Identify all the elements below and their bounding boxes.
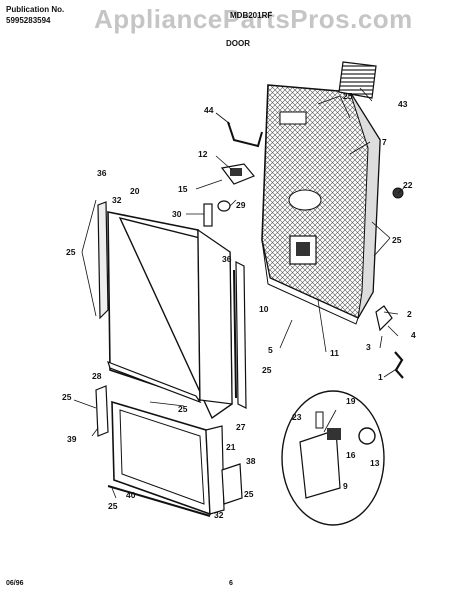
callout-32: 32 bbox=[214, 510, 224, 520]
callout-25: 25 bbox=[343, 91, 353, 101]
callout-20: 20 bbox=[130, 186, 140, 196]
callout-13: 13 bbox=[370, 458, 380, 468]
callout-25: 25 bbox=[392, 235, 402, 245]
outer-door-panels bbox=[97, 201, 247, 420]
callout-19: 19 bbox=[346, 396, 356, 406]
callout-23: 23 bbox=[292, 412, 302, 422]
callout-44: 44 bbox=[204, 105, 214, 115]
footer-date: 06/96 bbox=[6, 580, 24, 587]
callout-39: 39 bbox=[67, 434, 77, 444]
callout-4: 4 bbox=[411, 330, 416, 340]
leader-lines bbox=[73, 87, 405, 499]
callout-2: 2 bbox=[407, 309, 412, 319]
callout-38: 38 bbox=[246, 456, 256, 466]
callout-28: 28 bbox=[92, 371, 102, 381]
callout-labels: 43 25 44 7 12 15 22 29 30 36 32 20 25 25… bbox=[62, 91, 416, 520]
callout-16: 16 bbox=[346, 450, 356, 460]
callout-3: 3 bbox=[366, 342, 371, 352]
callout-5: 5 bbox=[268, 345, 273, 355]
callout-1: 1 bbox=[378, 372, 383, 382]
callout-27: 27 bbox=[236, 422, 246, 432]
publication-number: 5995283594 bbox=[6, 16, 51, 25]
callout-36: 36 bbox=[222, 254, 232, 264]
callout-21: 21 bbox=[226, 442, 236, 452]
callout-32: 32 bbox=[112, 195, 122, 205]
callout-25: 25 bbox=[244, 489, 254, 499]
inner-door-panel bbox=[261, 84, 381, 325]
page-number: 6 bbox=[229, 580, 233, 587]
bracket-part bbox=[227, 121, 263, 148]
callout-25: 25 bbox=[108, 501, 118, 511]
callout-40: 40 bbox=[126, 490, 136, 500]
model-number: MDB201RF bbox=[230, 11, 273, 20]
hinge-parts bbox=[375, 305, 404, 379]
callout-22: 22 bbox=[403, 180, 413, 190]
callout-12: 12 bbox=[198, 149, 208, 159]
latch-part bbox=[220, 163, 255, 185]
callout-25: 25 bbox=[178, 404, 188, 414]
callout-36: 36 bbox=[97, 168, 107, 178]
callout-11: 11 bbox=[330, 348, 339, 358]
callout-25: 25 bbox=[262, 365, 272, 375]
callout-29: 29 bbox=[236, 200, 246, 210]
watermark: AppliancePartsPros.com bbox=[94, 4, 413, 34]
detail-circle bbox=[281, 390, 385, 526]
callout-7: 7 bbox=[382, 137, 387, 147]
vent-part bbox=[338, 61, 377, 99]
publication-label: Publication No. bbox=[6, 5, 65, 14]
callout-25: 25 bbox=[66, 247, 76, 257]
section-title: DOOR bbox=[226, 39, 250, 48]
callout-30: 30 bbox=[172, 209, 182, 219]
callout-9: 9 bbox=[343, 481, 348, 491]
callout-25: 25 bbox=[62, 392, 72, 402]
callout-43: 43 bbox=[398, 99, 408, 109]
lower-panel bbox=[95, 360, 243, 517]
callout-10: 10 bbox=[259, 304, 269, 314]
callout-15: 15 bbox=[178, 184, 188, 194]
